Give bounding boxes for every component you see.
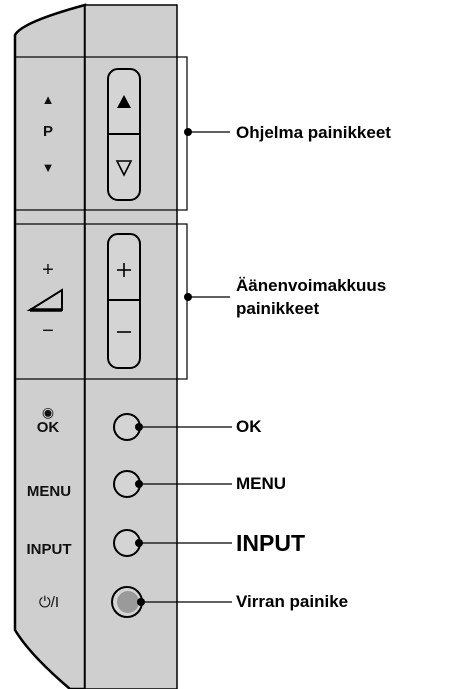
ok-callout: OK (236, 417, 262, 436)
channel-up-icon[interactable] (117, 95, 131, 108)
menu-panel-label: MENU (26, 483, 72, 500)
volume-minus-label: − (42, 320, 54, 342)
channel-down-icon[interactable] (115, 160, 133, 177)
power-button-inner (117, 591, 139, 613)
ok-panel-label: OK (36, 419, 60, 436)
power-callout: Virran painike (236, 592, 349, 611)
ok-symbol: ◉ (41, 404, 55, 420)
program-buttons-callout: Ohjelma painikkeet (236, 123, 391, 142)
volume-buttons-callout-line2: painikkeet (236, 299, 320, 318)
volume-group-frame (14, 223, 188, 380)
panel-outer-shell (13, 3, 87, 689)
input-panel-label: INPUT (26, 541, 72, 558)
volume-plus-label: + (42, 259, 54, 281)
channel-letter: P (42, 123, 53, 140)
volume-buttons-callout-line1: Äänenvoimakkuus (236, 276, 387, 295)
channel-up-glyph: ▲ (41, 92, 55, 107)
channel-down-glyph: ▼ (41, 160, 55, 175)
menu-callout: MENU (236, 474, 287, 493)
power-panel-label: ⏻/I (38, 594, 60, 611)
input-callout: INPUT (236, 530, 305, 556)
